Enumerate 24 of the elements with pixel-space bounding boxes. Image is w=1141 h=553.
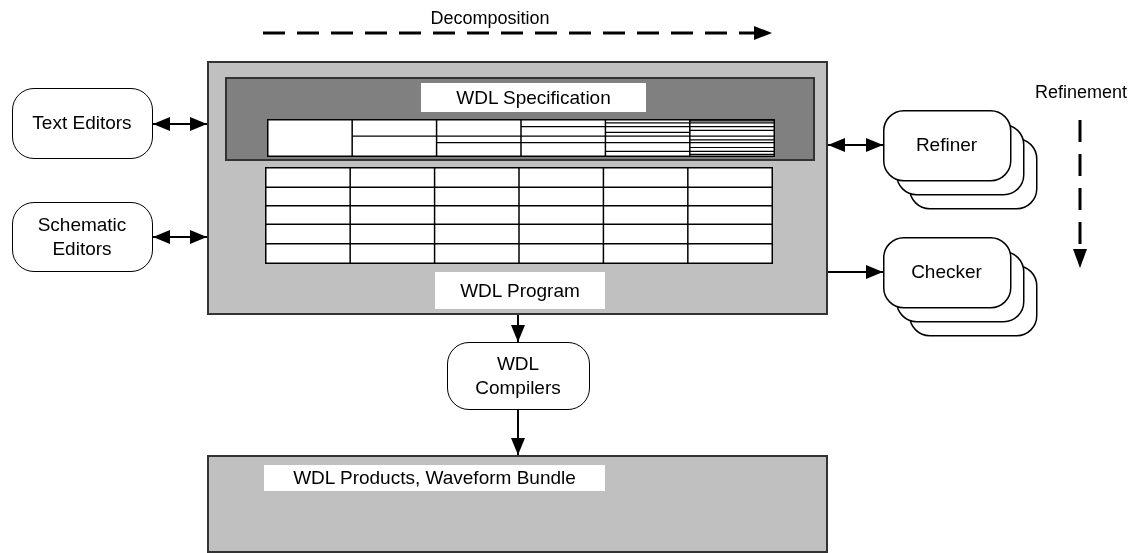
- node-label: WDL Products, Waveform Bundle: [264, 465, 605, 491]
- node-label: Schematic Editors: [36, 212, 128, 261]
- arrow: [152, 230, 208, 244]
- node-label: WDL Program: [435, 272, 605, 309]
- node-label: Refiner: [914, 133, 979, 157]
- direction-label: Decomposition: [429, 7, 551, 30]
- stacked-box: [883, 110, 1038, 209]
- node-label: Text Editors: [31, 111, 133, 135]
- stacked-box: [883, 237, 1038, 336]
- arrow: [827, 138, 884, 152]
- specification-panel: [225, 77, 815, 161]
- rounded-box: [447, 342, 590, 410]
- node-label: WDL Compilers: [474, 351, 562, 400]
- node-label: Checker: [910, 260, 983, 284]
- arrow: [827, 265, 884, 279]
- arrow: [511, 314, 525, 343]
- rounded-box: [12, 88, 153, 159]
- rounded-box: [12, 202, 153, 272]
- program-panel: [207, 61, 828, 315]
- direction-label: Refinement: [1033, 81, 1129, 104]
- arrow: [511, 409, 525, 456]
- node-label: WDL Specification: [421, 83, 646, 112]
- arrow: [152, 117, 208, 131]
- products-panel: [207, 455, 828, 553]
